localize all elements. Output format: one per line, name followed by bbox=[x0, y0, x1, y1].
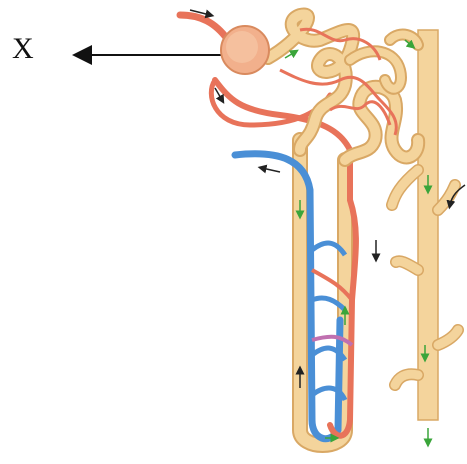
glomerulus bbox=[221, 26, 269, 74]
vasa-recta-vein bbox=[235, 154, 345, 439]
